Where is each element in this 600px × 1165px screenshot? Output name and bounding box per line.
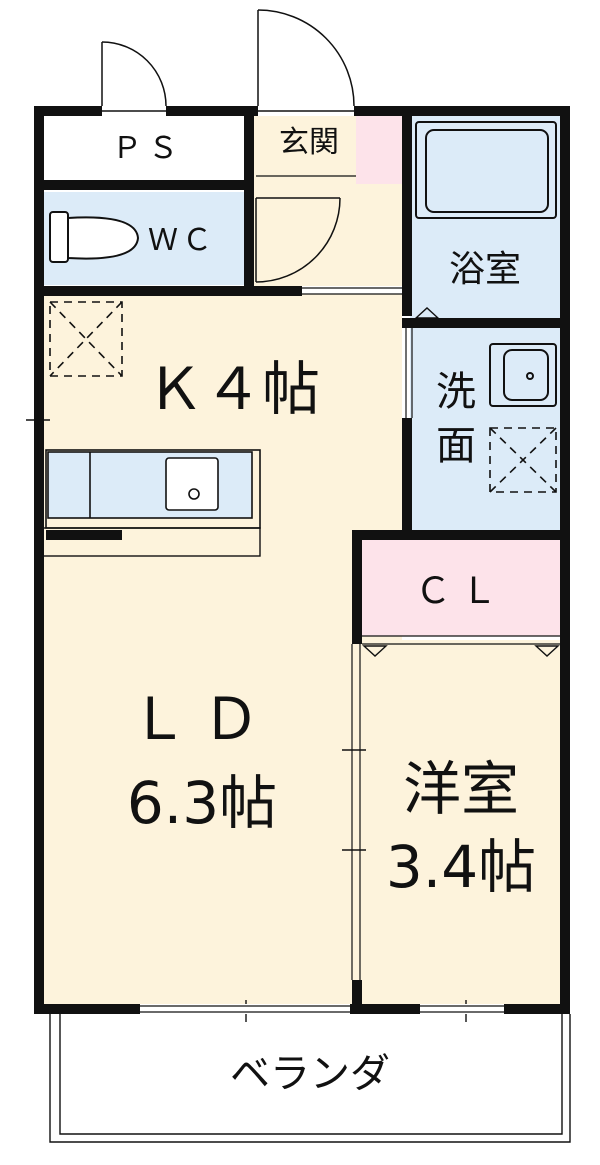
balcony-outline bbox=[49, 1014, 571, 1143]
ps-label: ＰＳ bbox=[112, 131, 184, 166]
closet-triangles bbox=[362, 307, 560, 657]
washroom-label-line2: 面 bbox=[436, 423, 476, 469]
closet-area bbox=[360, 540, 562, 636]
ps-area bbox=[42, 116, 245, 181]
kitchen-counter-extension bbox=[41, 527, 261, 557]
washroom-label-line1: 洗 bbox=[436, 369, 476, 415]
washroom-area bbox=[410, 324, 562, 530]
ventilation-washroom-icon bbox=[489, 427, 557, 493]
ps-door bbox=[101, 41, 167, 107]
toilet-icon bbox=[49, 211, 140, 263]
kitchen-label: Ｋ４帖 bbox=[146, 355, 321, 423]
western-room-label-line1: 洋室 bbox=[402, 755, 519, 823]
wc-label: ＷＣ bbox=[148, 223, 216, 258]
western-room-area bbox=[360, 640, 562, 1008]
entrance-mat bbox=[356, 116, 402, 184]
bath-label: 浴室 bbox=[448, 249, 521, 290]
western-room-label-line2: 3.4帖 bbox=[385, 833, 537, 901]
ventilation-kitchen-icon bbox=[49, 301, 123, 377]
bathtub-icon bbox=[415, 121, 557, 219]
closet-label: ＣＬ bbox=[414, 571, 507, 612]
living-label-line2: 6.3帖 bbox=[126, 769, 278, 837]
living-label-line1: ＬＤ bbox=[129, 685, 274, 753]
kitchen-ld-area bbox=[42, 294, 402, 1008]
balcony-label: ベランダ bbox=[230, 1051, 390, 1097]
entrance-label: 玄関 bbox=[279, 125, 339, 160]
interior-walls bbox=[42, 116, 562, 1008]
wc-door bbox=[255, 197, 341, 283]
entrance-door bbox=[257, 9, 355, 107]
kitchen-counter bbox=[45, 449, 261, 529]
wash-basin-icon bbox=[489, 343, 557, 407]
